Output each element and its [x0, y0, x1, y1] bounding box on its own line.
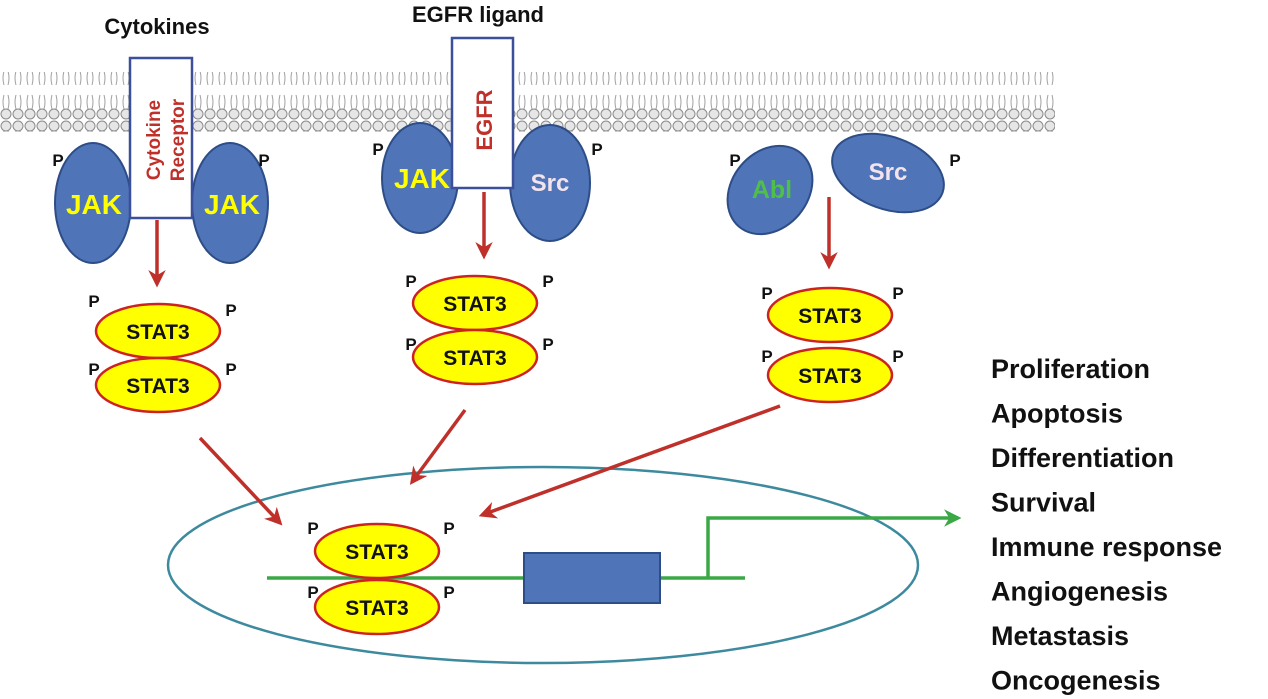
phospho-label: P — [443, 519, 454, 538]
stat3-protein — [766, 286, 894, 344]
phospho-label: P — [52, 151, 63, 170]
egfr-receptor — [450, 36, 515, 190]
cytokine-receptor — [128, 56, 194, 220]
phospho-label: P — [88, 360, 99, 379]
stat3-label: STAT3 — [443, 347, 506, 370]
phospho-label: P — [372, 140, 383, 159]
outcome-item: Immune response — [991, 532, 1222, 562]
stat3-label: STAT3 — [345, 597, 408, 620]
stat3-label: STAT3 — [443, 293, 506, 316]
translocation-arrow — [198, 436, 283, 526]
phospho-label: P — [225, 360, 236, 379]
phospho-label: P — [225, 301, 236, 320]
stat3-label: STAT3 — [126, 375, 189, 398]
phospho-label: P — [307, 583, 318, 602]
stat3-protein — [313, 578, 441, 636]
phospho-label: P — [443, 583, 454, 602]
src-label-egfr: Src — [531, 170, 570, 197]
outcome-item: Metastasis — [991, 621, 1129, 651]
phospho-label: P — [405, 272, 416, 291]
src-label: Src — [869, 159, 908, 186]
stat3-label: STAT3 — [345, 541, 408, 564]
phospho-label: P — [307, 519, 318, 538]
phospho-label: P — [258, 151, 269, 170]
translocation-arrow — [409, 408, 467, 485]
target-gene — [523, 552, 661, 604]
egfr-label: EGFR — [472, 89, 497, 150]
jak-label-left: JAK — [66, 189, 122, 220]
stat3-protein — [411, 328, 539, 386]
phospho-label: P — [88, 292, 99, 311]
outcome-list: ProliferationApoptosisDifferentiationSur… — [991, 354, 1222, 696]
outcome-item: Angiogenesis — [991, 577, 1168, 607]
phospho-label: P — [892, 284, 903, 303]
jak-label-right: JAK — [204, 189, 260, 220]
phospho-label: P — [405, 335, 416, 354]
phospho-label: P — [949, 151, 960, 170]
jak-label-egfr: JAK — [394, 163, 450, 194]
cytokine-receptor-label-line2: Receptor — [168, 98, 189, 181]
stat3-protein — [766, 346, 894, 404]
phospho-label: P — [542, 335, 553, 354]
cytokine-receptor-label-line1: Cytokine — [144, 100, 165, 180]
transcription-arrow — [706, 509, 962, 578]
stat3-protein — [94, 356, 222, 414]
phospho-label: P — [591, 140, 602, 159]
outcome-item: Proliferation — [991, 354, 1150, 384]
stat3-label: STAT3 — [798, 305, 861, 328]
outcome-item: Apoptosis — [991, 399, 1123, 429]
translocation-arrow — [478, 404, 781, 519]
src-kinase — [831, 132, 945, 214]
phospho-label: P — [542, 272, 553, 291]
abl-kinase — [726, 144, 814, 236]
stat3-label: STAT3 — [126, 321, 189, 344]
phospho-label: P — [761, 347, 772, 366]
outcome-item: Differentiation — [991, 443, 1174, 473]
stat3-protein — [313, 522, 441, 580]
abl-label: Abl — [752, 176, 792, 204]
phospho-label: P — [761, 284, 772, 303]
phospho-label: P — [892, 347, 903, 366]
phospho-label: P — [729, 151, 740, 170]
outcome-item: Survival — [991, 488, 1096, 518]
cytokines-label: Cytokines — [104, 14, 209, 39]
stat3-label: STAT3 — [798, 365, 861, 388]
egfr-ligand-label: EGFR ligand — [412, 2, 544, 27]
outcome-item: Oncogenesis — [991, 666, 1161, 696]
